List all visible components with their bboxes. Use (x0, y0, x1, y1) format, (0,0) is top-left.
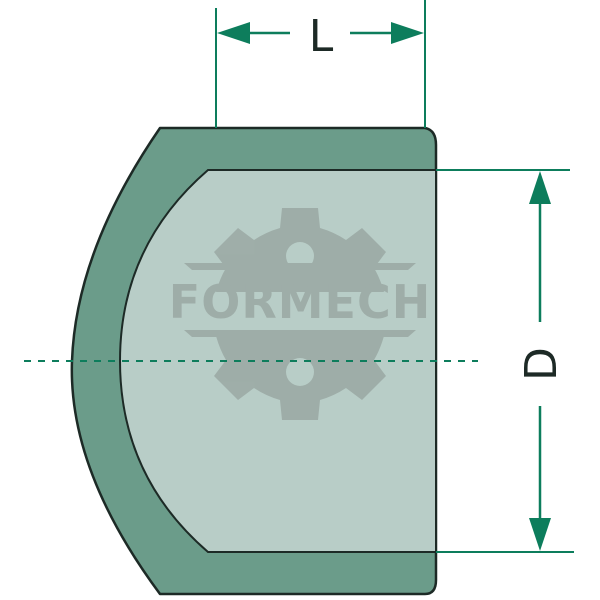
length-arrow-right (391, 22, 424, 44)
watermark-bar-bottom (184, 330, 416, 337)
watermark-bar-top (184, 263, 416, 270)
diameter-label: D (516, 347, 567, 381)
gear-hole (286, 358, 314, 386)
length-arrow-left (217, 22, 250, 44)
diameter-arrow-top (529, 171, 551, 204)
length-label: L (309, 11, 334, 62)
formech-watermark: FORMECH (169, 208, 431, 420)
diameter-arrow-bottom (529, 518, 551, 551)
watermark-text: FORMECH (169, 275, 431, 329)
